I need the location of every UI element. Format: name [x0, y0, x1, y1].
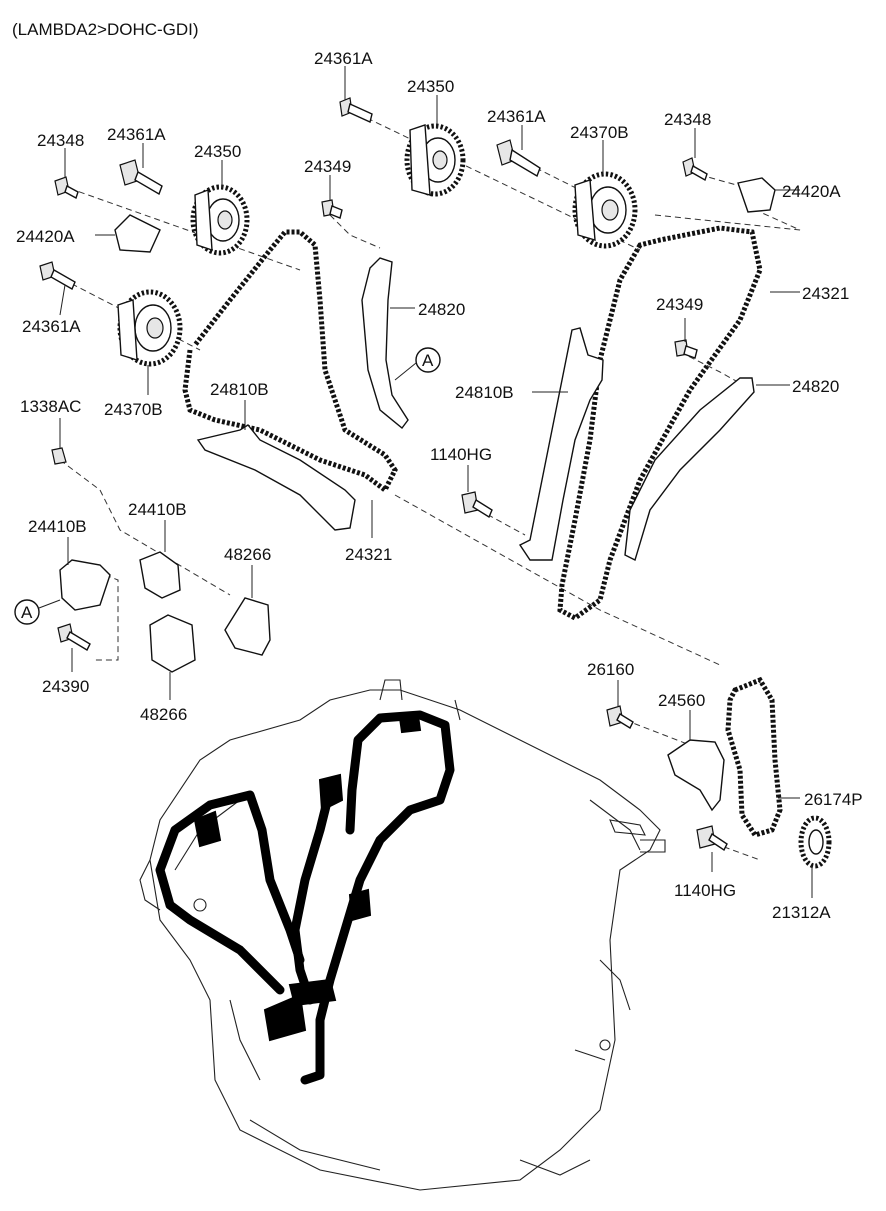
- gasket-48266-bottom: [149, 614, 196, 673]
- part-number-labels: 24361A 24350 24361A 24370B 24348 24420A …: [16, 49, 863, 922]
- chain-guide-24820-right: [624, 377, 755, 561]
- bolts: [39, 97, 728, 852]
- gasket-48266-right: [224, 597, 271, 656]
- label-24349-right: 24349: [656, 295, 703, 314]
- label-24410B-mid: 24410B: [128, 500, 187, 519]
- label-24810B-right: 24810B: [455, 383, 514, 402]
- label-24349-left: 24349: [304, 157, 351, 176]
- cam-sprocket-24350-left: [190, 184, 250, 256]
- label-24361A-top: 24361A: [314, 49, 373, 68]
- label-24350-top: 24350: [407, 77, 454, 96]
- cam-sprocket-24370B-right: [572, 171, 638, 249]
- cam-sprocket-24370B-left: [117, 289, 183, 367]
- engine-block-outline: [139, 679, 666, 1191]
- oil-pump-tensioner-24560: [667, 739, 725, 812]
- label-24370B-left: 24370B: [104, 400, 163, 419]
- label-26174P: 26174P: [804, 790, 863, 809]
- callout-a-left-letter: A: [21, 603, 33, 622]
- label-24370B-right: 24370B: [570, 123, 629, 142]
- crank-sprocket-21312A: [798, 815, 832, 869]
- label-1338AC: 1338AC: [20, 397, 81, 416]
- engine-timing-chain-silhouette: [155, 710, 455, 1085]
- label-48266-bottom: 48266: [140, 705, 187, 724]
- label-24348-left: 24348: [37, 131, 84, 150]
- label-24321-mid: 24321: [345, 545, 392, 564]
- label-24560: 24560: [658, 691, 705, 710]
- chain-guide-24810B-right: [518, 327, 604, 561]
- label-24348-right: 24348: [664, 110, 711, 129]
- label-24321-right: 24321: [802, 284, 849, 303]
- label-24350-left: 24350: [194, 142, 241, 161]
- label-24820-right: 24820: [792, 377, 839, 396]
- timing-chain-left: [182, 229, 398, 494]
- tensioner-arm-24810B-left: [196, 424, 356, 531]
- cam-sprocket-24350-top: [404, 123, 466, 197]
- callout-a-right: A: [394, 347, 441, 381]
- label-24820-left: 24820: [418, 300, 465, 319]
- label-1140HG-bottom: 1140HG: [674, 881, 736, 900]
- label-26160: 26160: [587, 660, 634, 679]
- label-24361A-right: 24361A: [487, 107, 546, 126]
- callout-a-right-letter: A: [422, 351, 434, 370]
- callout-a-left: A: [14, 599, 61, 625]
- label-1140HG-top: 1140HG: [430, 445, 492, 464]
- label-24420A-right: 24420A: [782, 182, 841, 201]
- label-24390: 24390: [42, 677, 89, 696]
- chain-tensioner-24410B-left: [59, 559, 111, 611]
- leader-lines: [59, 66, 813, 898]
- chain-tensioner-24420A-right: [737, 177, 776, 213]
- label-24420A-left: 24420A: [16, 227, 75, 246]
- label-24810B-left: 24810B: [210, 380, 269, 399]
- chain-guide-24820-left: [361, 257, 409, 430]
- label-21312A: 21312A: [772, 903, 831, 922]
- oil-pump-chain: [725, 676, 783, 838]
- label-24361A-lower: 24361A: [22, 317, 81, 336]
- chain-tensioner-24420A-left: [114, 214, 161, 253]
- diagram-title: (LAMBDA2>DOHC-GDI): [12, 20, 199, 39]
- label-24410B-left: 24410B: [28, 517, 87, 536]
- label-24361A-left: 24361A: [107, 125, 166, 144]
- chain-tensioner-24410B-mid: [139, 551, 181, 599]
- timing-chain-right: [557, 225, 763, 621]
- label-48266-right: 48266: [224, 545, 271, 564]
